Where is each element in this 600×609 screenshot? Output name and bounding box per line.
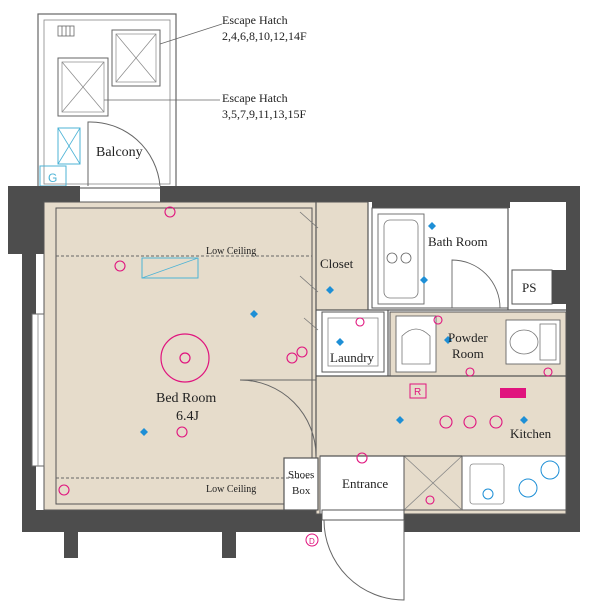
bedroom-size-label: 6.4J xyxy=(176,409,200,424)
interior-walls xyxy=(315,202,566,457)
bedroom-label: Bed Room xyxy=(156,391,216,406)
ceiling-light-icon xyxy=(160,333,210,383)
air-conditioner-icon xyxy=(141,257,199,279)
powder-room-fixtures xyxy=(395,315,561,373)
balcony-outlet-icon xyxy=(57,127,81,165)
hatch-even-leader xyxy=(159,23,223,45)
outlet-icons xyxy=(58,206,553,505)
bath-room-label: Bath Room xyxy=(428,234,488,249)
ps-label: PS xyxy=(522,280,536,295)
balcony-door-swing xyxy=(87,121,161,187)
balcony-area xyxy=(37,13,177,189)
powder-room-label-1: Powder xyxy=(448,330,488,345)
closet-label: Closet xyxy=(320,256,354,271)
door-marker-icon: D xyxy=(305,533,319,547)
low-ceiling-lower-label: Low Ceiling xyxy=(206,484,256,495)
closet-doors xyxy=(299,211,319,331)
gas-meter-label: G xyxy=(48,171,57,185)
kitchen-label: Kitchen xyxy=(510,426,552,441)
laundry-area xyxy=(321,311,385,373)
ps-shaft xyxy=(511,269,566,305)
downlight-icons xyxy=(140,222,528,436)
refrigerator-marker: R xyxy=(409,383,427,399)
escape-hatch-even-icon xyxy=(111,29,161,87)
left-window xyxy=(31,313,45,467)
hatch-even-title: Escape Hatch xyxy=(222,13,288,27)
door-marker-label: D xyxy=(309,537,315,546)
shoes-box xyxy=(283,457,319,511)
laundry-label: Laundry xyxy=(330,350,375,365)
entrance-area xyxy=(319,455,463,515)
shoes-box-label-1: Shoes xyxy=(288,469,314,481)
low-ceiling-upper-label: Low Ceiling xyxy=(206,246,256,257)
hatch-odd-title: Escape Hatch xyxy=(222,91,288,105)
escape-hatch-odd-icon xyxy=(57,57,109,117)
hatch-odd-floors: 3,5,7,9,11,13,15F xyxy=(222,107,307,121)
stove-burner-icons xyxy=(482,460,560,500)
shoes-box-label-2: Box xyxy=(292,485,311,497)
powder-room-label-2: Room xyxy=(452,346,484,361)
front-door xyxy=(321,509,405,601)
refrigerator-label: R xyxy=(414,387,421,398)
range-hood-icon xyxy=(500,388,526,398)
kitchen-counter xyxy=(461,455,567,511)
hatch-even-floors: 2,4,6,8,10,12,14F xyxy=(222,29,307,43)
bedroom-door-swing xyxy=(239,379,317,457)
balcony-label: Balcony xyxy=(96,145,143,160)
bath-room xyxy=(371,207,509,309)
entrance-label: Entrance xyxy=(342,476,388,491)
